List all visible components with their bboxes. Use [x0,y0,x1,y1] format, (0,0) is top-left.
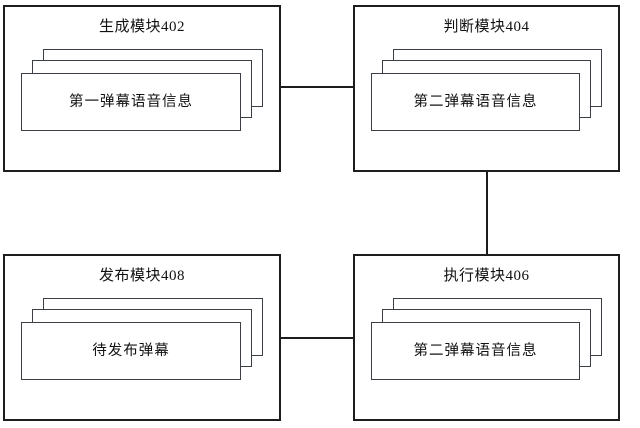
module-publish-title: 发布模块408 [98,268,185,284]
module-execute-stack: 第二弹幕语音信息 [371,298,602,380]
module-judge-stack-label: 第二弹幕语音信息 [413,94,538,110]
module-judge-stack: 第二弹幕语音信息 [371,49,602,131]
module-publish[interactable]: 发布模块408 待发布弹幕 [3,254,281,421]
module-publish-stack: 待发布弹幕 [21,298,263,380]
connector-execute-to-publish [281,337,353,339]
module-execute-stack-label: 第二弹幕语音信息 [413,343,538,359]
connector-generate-to-judge [281,86,353,88]
module-generate[interactable]: 生成模块402 第一弹幕语音信息 [3,5,281,172]
module-generate-stack: 第一弹幕语音信息 [21,49,263,131]
stack-layer-front: 第二弹幕语音信息 [371,322,580,380]
module-execute-title: 执行模块406 [443,268,530,284]
module-execute[interactable]: 执行模块406 第二弹幕语音信息 [353,254,620,421]
module-judge-title: 判断模块404 [443,19,530,35]
module-generate-stack-label: 第一弹幕语音信息 [69,94,193,110]
module-publish-stack-label: 待发布弹幕 [92,343,170,359]
stack-layer-front: 第二弹幕语音信息 [371,73,580,131]
stack-layer-front: 第一弹幕语音信息 [21,73,241,131]
module-judge[interactable]: 判断模块404 第二弹幕语音信息 [353,5,620,172]
connector-judge-to-execute [486,172,488,256]
module-generate-title: 生成模块402 [98,19,185,35]
stack-layer-front: 待发布弹幕 [21,322,241,380]
